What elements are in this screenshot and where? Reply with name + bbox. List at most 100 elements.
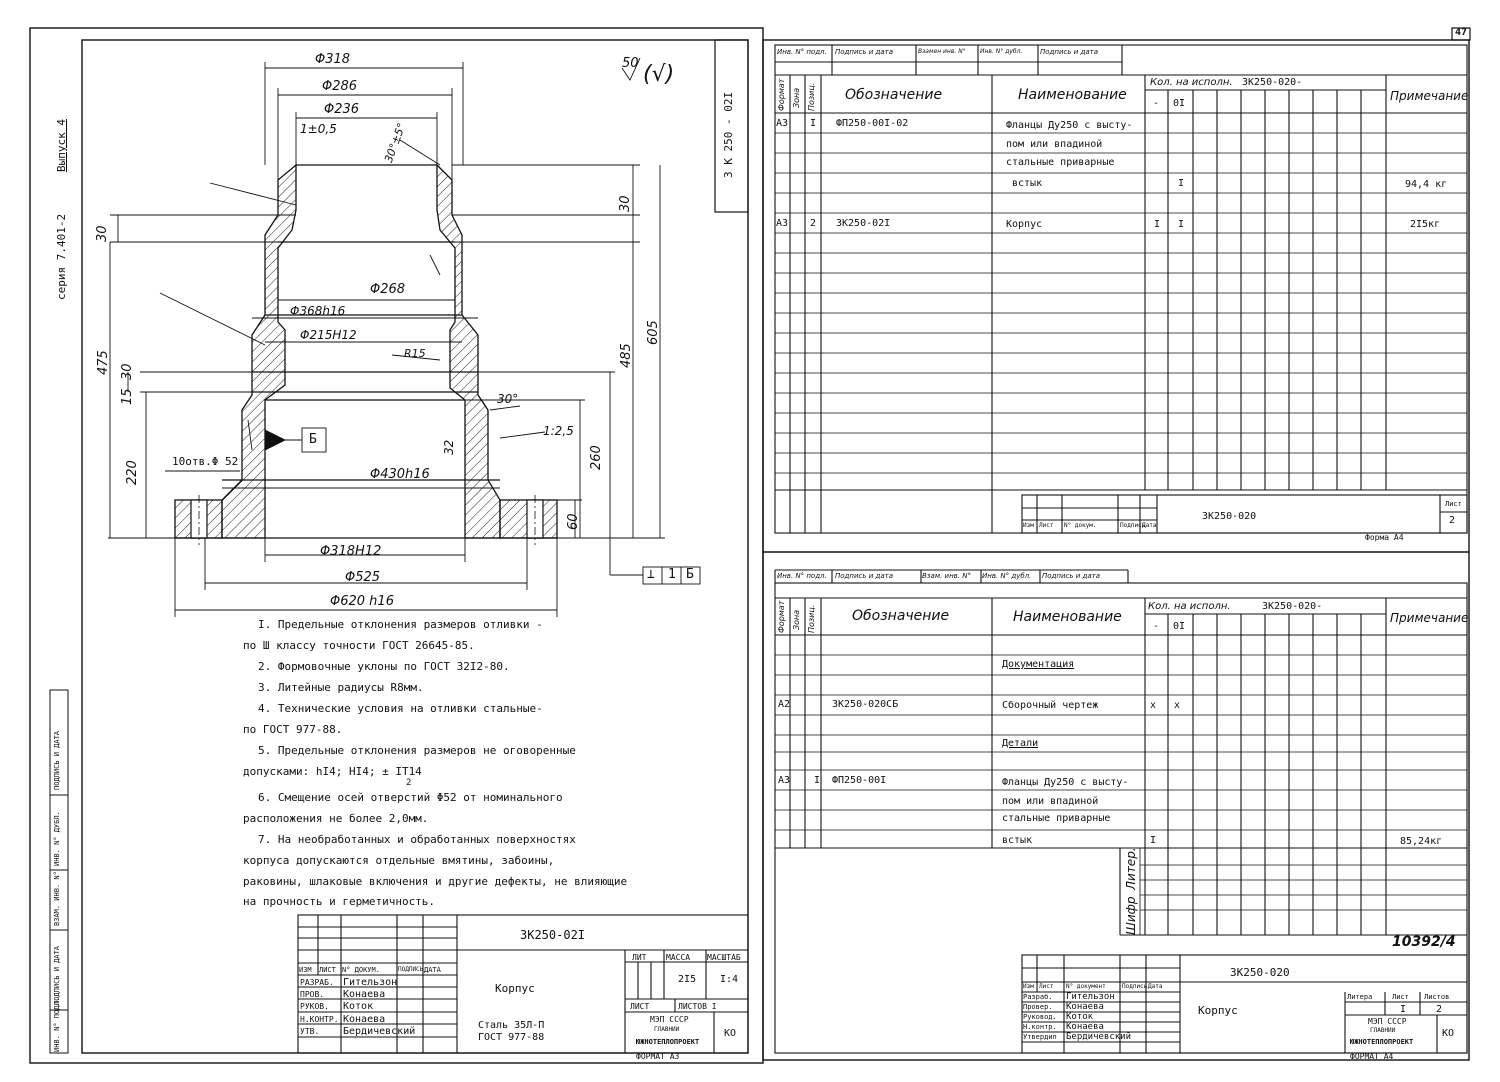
- note-line: по ГОСТ 977-88.: [243, 723, 343, 736]
- row2-note: 2I5кг: [1410, 219, 1441, 230]
- title-material: Сталь 35Л-П: [478, 1020, 545, 1031]
- sheet-label: Лист: [1445, 500, 1462, 508]
- ko-label: КО: [724, 1028, 737, 1039]
- name-prov: Конаева: [343, 989, 386, 1000]
- role-razrab: РАЗРАБ.: [300, 978, 334, 987]
- form-label: Форма А4: [1365, 533, 1404, 542]
- stamp-dubl: Инв. N° дубл.: [980, 48, 1023, 55]
- dim-angle30: 30°: [497, 392, 519, 406]
- section-details: Детали: [1002, 738, 1039, 749]
- dim-chamfer: 1±0,5: [300, 122, 337, 136]
- col-zone: Зона: [792, 609, 801, 630]
- dim-h32: 32: [442, 439, 456, 455]
- col-name: Наименование: [1013, 609, 1122, 625]
- lit-label: Литера: [1347, 993, 1373, 1001]
- row1-qty01: I: [1178, 178, 1185, 189]
- row2-qty01: I: [1178, 219, 1185, 230]
- org-ministry: МЭП СССР: [1368, 1017, 1407, 1026]
- title-name: Корпус: [495, 982, 535, 995]
- row-flange-pos: I: [814, 775, 821, 786]
- archive-number: 10392/4: [1392, 934, 1456, 950]
- col-ex01: 0I: [1173, 98, 1186, 109]
- footer-code: 3К250-020: [1202, 511, 1257, 522]
- note-line: корпуса допускаются отдельные вмятины, з…: [243, 854, 555, 867]
- stamp-dubl: ИНВ. N° ДУБЛ.: [53, 811, 61, 866]
- row1-pos: I: [810, 118, 817, 129]
- org-glavnii: ГЛАВНИИ: [654, 1026, 680, 1033]
- col-note: Примечание: [1390, 611, 1469, 625]
- role-rukov: РУКОВ.: [300, 1002, 329, 1011]
- row-flange-name: пом или впадиной: [1002, 796, 1099, 807]
- side-label-shifr: Шифр: [1124, 896, 1138, 935]
- note-line: 4. Технические условия на отливки стальн…: [258, 702, 543, 715]
- org-glavnii: ГЛАВНИИ: [1370, 1027, 1396, 1034]
- col-izm: Изм: [1023, 983, 1034, 990]
- org-name: ЮЖНОТЕПЛОПРОЕКТ: [1350, 1038, 1414, 1046]
- note-line: I. Предельные отклонения размеров отливк…: [258, 618, 543, 631]
- row2-qty0: I: [1154, 219, 1161, 230]
- note-line: 7. На необработанных и обработанных пове…: [258, 833, 576, 846]
- dim-d368: Φ368h16: [290, 304, 346, 318]
- col-qty-code: 3К250-020-: [1242, 77, 1303, 88]
- col-designation: Обозначение: [845, 87, 943, 103]
- row1-name: Фланцы Ду250 с высту-: [1006, 120, 1133, 131]
- col-name: Наименование: [1018, 87, 1127, 103]
- row-flange-designation: ФП250-00I: [832, 775, 887, 786]
- stamp-podpis2: Подпись и дата: [1042, 572, 1100, 580]
- issue-label: Выпуск 4: [55, 119, 68, 172]
- row2-designation: 3К250-02I: [836, 218, 891, 229]
- sheets-value: 2: [1436, 1004, 1443, 1015]
- name-nkontr: Конаева: [1066, 1022, 1104, 1032]
- row-flange-qty0: I: [1150, 835, 1157, 846]
- col-format: Формат: [777, 600, 786, 633]
- format-label: ФОРМАТ А4: [1350, 1052, 1394, 1061]
- footer-col-doc: N° докум.: [1064, 522, 1097, 529]
- stamp-vzam: ВЗАМ. ИНВ. N°: [53, 871, 61, 926]
- col-dash: -: [1153, 621, 1160, 632]
- stamp-podpis1: ПОДПИСЬ И ДАТА: [53, 945, 61, 1005]
- stamp-podpis2: ПОДПИСЬ И ДАТА: [53, 730, 61, 790]
- footer-col-izm: Изм: [1023, 522, 1034, 529]
- role-rukov: Руковод.: [1023, 1013, 1057, 1021]
- col-note: Примечание: [1390, 89, 1469, 103]
- col-doc: N° ДОКУМ.: [342, 966, 380, 974]
- tolerance-symbol: ⊥: [647, 567, 655, 582]
- section-documentation: Документация: [1002, 659, 1075, 670]
- row1-name: встык: [1012, 178, 1043, 189]
- row1-note: 94,4 кг: [1405, 179, 1448, 190]
- mass-value: 2I5: [678, 974, 697, 985]
- role-utv: Утвердил: [1023, 1033, 1057, 1041]
- scale-header: МАСШТАБ: [707, 953, 741, 962]
- note-line: на прочность и герметичность.: [243, 895, 436, 908]
- col-list: Лист: [1039, 983, 1054, 990]
- stamp-podpis2: Подпись и дата: [1040, 48, 1098, 56]
- dim-slope: 1:2,5: [543, 424, 574, 438]
- row-asm-qty0: x: [1150, 700, 1157, 711]
- title-code: 3К250-020: [1230, 966, 1290, 979]
- col-format: Формат: [777, 78, 786, 111]
- tolerance-value: 1: [668, 567, 676, 582]
- role-nkontr: Н.КОНТР.: [300, 1015, 339, 1024]
- name-utv: Бердичевский: [343, 1026, 416, 1037]
- dim-h475: 475: [96, 350, 111, 375]
- ko-label: КО: [1442, 1028, 1455, 1039]
- stamp-podpis1: Подпись и дата: [835, 48, 893, 56]
- sheet-value: I: [1400, 1004, 1407, 1015]
- name-rukov: Коток: [343, 1001, 374, 1012]
- dim-h60: 60: [566, 513, 581, 530]
- role-utv: УТВ.: [300, 1027, 320, 1036]
- dim-h260: 260: [589, 445, 604, 470]
- dim-d620: Φ620 h16: [330, 594, 394, 609]
- col-zone: Зона: [792, 87, 801, 108]
- row-flange-format: А3: [778, 775, 791, 786]
- col-list: ЛИСТ: [319, 966, 336, 974]
- note-line: расположения не более 2,0мм.: [243, 812, 429, 825]
- org-ministry: МЭП СССР: [650, 1015, 689, 1024]
- dim-h220: 220: [125, 460, 140, 485]
- row-flange-name: Фланцы Ду250 с высту-: [1002, 777, 1129, 788]
- note-line: по Ш классу точности ГОСТ 26645-85.: [243, 639, 475, 652]
- page-number: 47: [1455, 27, 1468, 38]
- name-nkontr: Конаева: [343, 1014, 386, 1025]
- stamp-podpis1: Подпись и дата: [835, 572, 893, 580]
